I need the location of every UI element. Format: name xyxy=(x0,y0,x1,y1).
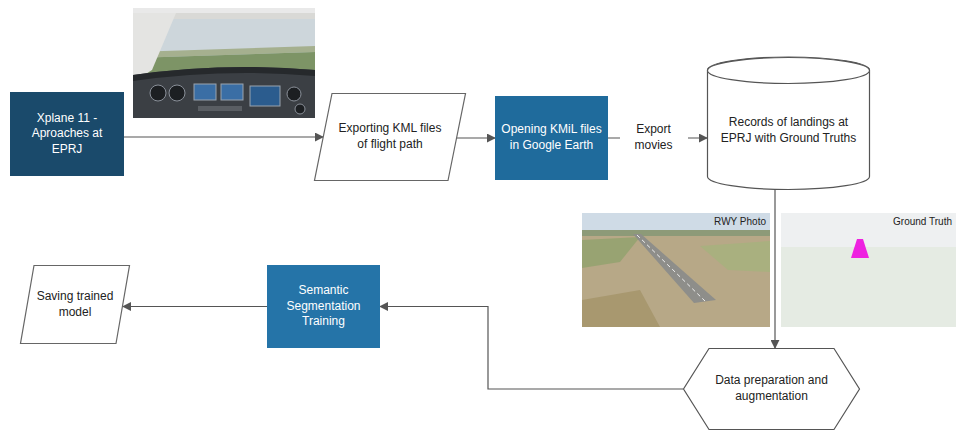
sky xyxy=(582,213,770,230)
instrument-dial xyxy=(150,85,166,101)
flow-arrow xyxy=(457,137,495,138)
flow-arrow xyxy=(380,307,683,390)
box-outline xyxy=(11,93,124,176)
runway xyxy=(633,234,716,303)
node-text: Records of landings at EPRJ with Ground … xyxy=(717,115,860,146)
box-outline xyxy=(496,97,608,180)
grass-patch xyxy=(582,237,640,268)
runway-centerline xyxy=(637,235,705,301)
node-text: Saving trained model xyxy=(34,289,116,320)
preparation-hexagon: Data preparation and augmentation xyxy=(683,348,860,430)
process-box: Xplane 11 - Aproaches at EPRJ xyxy=(10,92,124,176)
instrument-dial xyxy=(295,104,305,114)
soil-patch xyxy=(582,290,660,327)
node-text: Opening KMiL files in Google Earth xyxy=(501,122,602,153)
io-parallelogram: Exporting KML files of flight path xyxy=(314,93,466,181)
flow-arrow xyxy=(124,136,323,137)
grass-patch xyxy=(700,241,770,272)
cylinder-body xyxy=(708,57,870,190)
parallelogram-outline xyxy=(315,94,466,181)
cockpit-screenshot xyxy=(133,8,315,118)
process-box: Semantic Segmentation Training xyxy=(267,265,380,348)
display-screen xyxy=(250,86,280,106)
edge-label: Export movies xyxy=(620,121,688,154)
ground xyxy=(781,247,956,327)
horizon xyxy=(582,230,770,236)
yoke xyxy=(198,106,242,111)
glareshield xyxy=(133,67,315,81)
process-box: Opening KMiL files in Google Earth xyxy=(495,96,608,180)
field xyxy=(582,213,770,327)
image-caption: RWY Photo xyxy=(714,216,766,228)
sky xyxy=(133,8,315,118)
ground-truth-image xyxy=(781,213,956,327)
image-caption: Ground Truth xyxy=(893,216,952,228)
node-text: Semantic Segmentation Training xyxy=(275,283,372,330)
instrument-dial xyxy=(287,87,301,101)
io-parallelogram: Saving trained model xyxy=(20,265,130,344)
display-screen xyxy=(194,84,216,100)
runway-photo xyxy=(582,213,770,327)
menu-bar xyxy=(133,8,315,13)
parallelogram-outline xyxy=(21,266,130,344)
node-text: Exporting KML files of flight path xyxy=(338,121,442,152)
node-text: Data preparation and augmentation xyxy=(711,373,832,404)
node-text: Xplane 11 - Aproaches at EPRJ xyxy=(18,111,116,158)
flow-arrow xyxy=(774,187,775,348)
database-cylinder: Records of landings at EPRJ with Ground … xyxy=(707,57,870,190)
flow-arrow xyxy=(123,306,267,307)
cylinder-top xyxy=(708,58,870,84)
runway-mask xyxy=(851,239,869,258)
hexagon-outline xyxy=(684,349,860,430)
instrument-dial xyxy=(169,85,185,101)
display-screen xyxy=(221,84,243,100)
box-outline xyxy=(268,266,380,348)
dashboard xyxy=(133,67,315,118)
sky xyxy=(781,213,956,327)
